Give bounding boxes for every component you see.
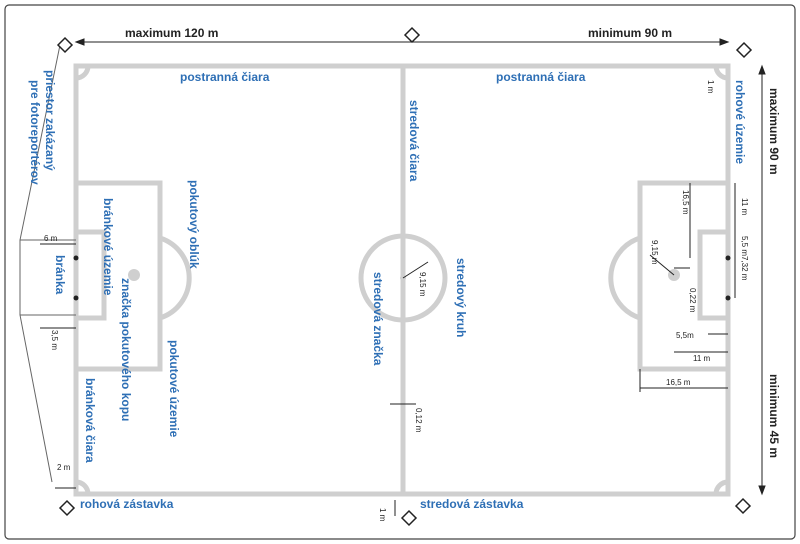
corner-flag-bl-icon xyxy=(58,499,76,517)
left-goalpost-bottom xyxy=(73,295,79,301)
flag-distance-measure: 1 m xyxy=(378,508,387,522)
center-flag-label: stredová zástavka xyxy=(420,497,524,511)
goal-size-measure: 7,32 m xyxy=(740,256,749,281)
spot-bottom-measure: 11 m xyxy=(693,354,711,363)
goal-label: bránka xyxy=(53,255,67,295)
corner-arc-br xyxy=(713,479,729,495)
right-goalpost-bottom xyxy=(725,295,731,301)
left-penalty-spot xyxy=(128,269,140,281)
corner-flag-br-icon xyxy=(734,497,752,515)
center-spot-label: stredová značka xyxy=(371,272,385,366)
photographers-fence xyxy=(19,44,76,483)
dimension-lines xyxy=(40,38,766,516)
arc-radius-measure: 9,15 m xyxy=(650,240,659,265)
right-goal-area xyxy=(697,229,731,321)
corner-arc-bl xyxy=(75,479,91,495)
photographers-label-1: priestor zakázaný xyxy=(43,70,57,171)
length-min-label: minimum 90 m xyxy=(588,26,672,40)
touchline-right-label: postranná čiara xyxy=(496,70,586,84)
line-width-measure: 0,12 m xyxy=(414,408,423,433)
penalty-depth-measure: 16,5 m xyxy=(681,190,690,215)
corner-arc-tr xyxy=(713,65,729,81)
corner-arc-measure: 1 m xyxy=(706,80,715,94)
goal-line-label: bránková čiara xyxy=(83,378,97,463)
left-penalty-area xyxy=(73,180,163,372)
penalty-spot-dist-measure: 11 m xyxy=(740,198,749,216)
center-circle-label: stredový kruh xyxy=(454,258,468,337)
goal-area-bottom-measure: 5,5m xyxy=(676,331,694,340)
fence-gap-measure: 2 m xyxy=(57,463,71,472)
width-min-label: minimum 45 m xyxy=(767,374,781,458)
corner-flag-tl-icon xyxy=(56,36,74,54)
center-flag-top-icon xyxy=(403,26,421,44)
left-penalty-arc xyxy=(159,235,192,321)
touchline-left-label: postranná čiara xyxy=(180,70,270,84)
photographers-label-2: pre fotoreportérov xyxy=(28,80,42,185)
corner-flag-tr-icon xyxy=(735,41,753,59)
corner-arc-tl xyxy=(75,65,91,81)
penalty-area-label: pokutové územie xyxy=(167,340,181,438)
width-max-label: maximum 90 m xyxy=(767,88,781,175)
right-penalty-arc xyxy=(608,235,641,321)
goal-width-measure: 6 m xyxy=(44,234,58,243)
right-goalpost-top xyxy=(725,255,731,261)
spot-diameter-measure: 0,22 m xyxy=(688,288,697,313)
corner-area-label: rohové územie xyxy=(733,80,747,164)
left-goal-area xyxy=(73,229,107,321)
outer-frame xyxy=(4,4,796,540)
penalty-bottom-measure: 16,5 m xyxy=(666,378,691,387)
left-goalpost-top xyxy=(73,255,79,261)
corner-flag-label: rohová zástavka xyxy=(80,497,174,511)
center-circle xyxy=(358,233,448,323)
penalty-arc-label: pokutový oblúk xyxy=(187,180,201,269)
halfway-line-label: stredová čiara xyxy=(407,100,421,182)
corner-flags xyxy=(56,26,753,527)
goal-depth-measure: 3,5 m xyxy=(50,330,59,350)
circle-radius-measure: 9,15 m xyxy=(418,272,427,297)
goal-area-label: bránkové územie xyxy=(101,198,115,296)
penalty-spot-label: značka pokutového kopu xyxy=(119,278,133,421)
center-flag-bottom-icon xyxy=(400,509,418,527)
length-max-label: maximum 120 m xyxy=(125,26,218,40)
goal-area-depth-measure: 5,5 m xyxy=(740,236,749,256)
